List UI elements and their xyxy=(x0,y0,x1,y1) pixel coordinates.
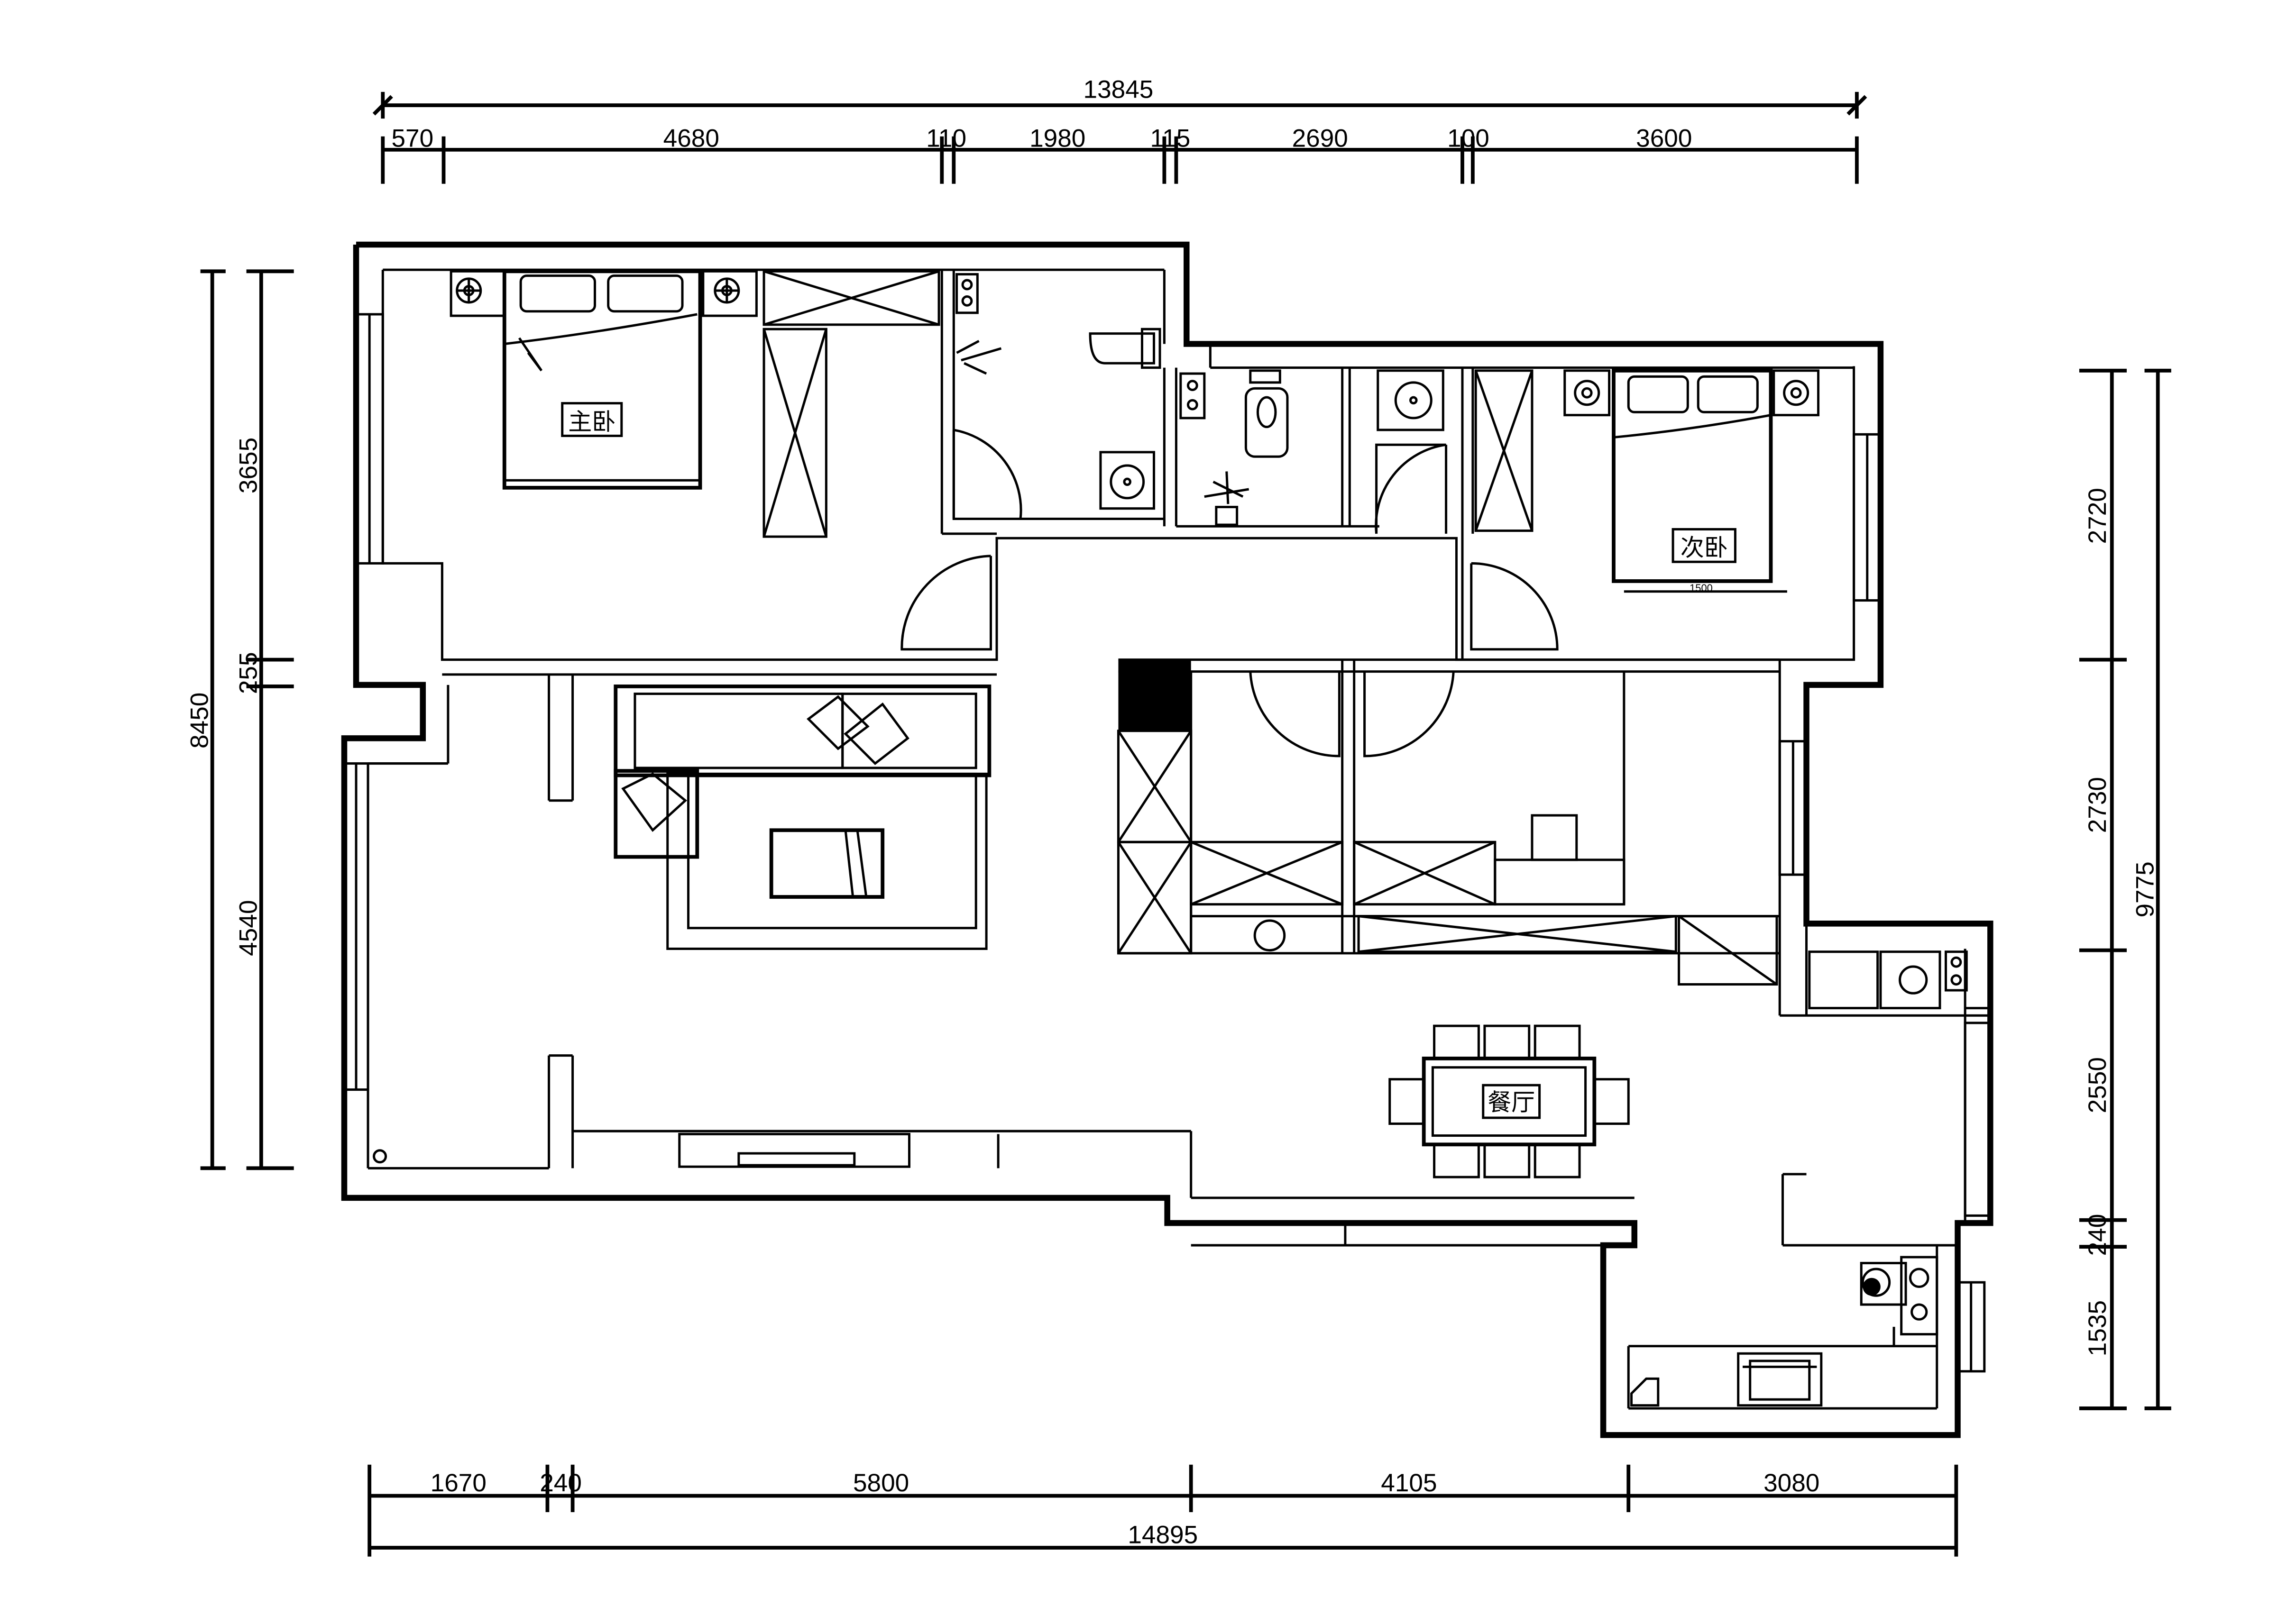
dim-right-4: 240 xyxy=(2084,1214,2112,1256)
doors xyxy=(900,429,1559,758)
storage-block xyxy=(1117,659,1780,986)
nightstand-second-left xyxy=(1563,369,1611,417)
squat-toilet xyxy=(1244,369,1289,458)
bed-width-label: 1500 xyxy=(1690,582,1713,594)
room-label-master-bedroom: 主卧 xyxy=(568,408,615,436)
kitchen-counter-top xyxy=(1808,950,1968,1010)
dim-bottom-5: 3080 xyxy=(1763,1469,1819,1497)
living-room xyxy=(373,685,1191,1169)
tv-cabinet xyxy=(572,1130,1191,1169)
dim-bottom-2: 240 xyxy=(540,1469,582,1497)
second-bedroom: 次卧 1500 xyxy=(1474,368,1820,594)
dim-right-2: 2730 xyxy=(2084,777,2112,833)
second-bathroom xyxy=(1179,369,1444,526)
dim-top-total: 13845 xyxy=(1084,75,1154,103)
coffee-table xyxy=(769,828,885,899)
master-bedroom: 主卧 xyxy=(450,269,940,538)
structural-column xyxy=(1118,659,1191,731)
dim-bottom-3: 5800 xyxy=(853,1469,909,1497)
kitchen-sink xyxy=(1900,1256,1938,1336)
nightstand-left xyxy=(450,270,506,317)
dim-bottom-4: 4105 xyxy=(1381,1469,1437,1497)
second-bed xyxy=(1612,368,1787,593)
dim-top-2: 4680 xyxy=(663,125,719,153)
master-bathroom xyxy=(955,273,1161,510)
dim-top-4: 1980 xyxy=(1029,125,1085,153)
dim-bottom-total: 14895 xyxy=(1128,1521,1198,1549)
wardrobe-second xyxy=(1474,369,1534,532)
wardrobe-top xyxy=(762,270,940,326)
shower-light xyxy=(1204,471,1249,526)
dim-right-1: 2720 xyxy=(2084,488,2112,544)
nightstand-right xyxy=(702,270,758,317)
dimension-lines xyxy=(200,91,2171,1557)
dim-right-total: 9775 xyxy=(2131,861,2159,917)
walls xyxy=(341,241,1993,1438)
rug xyxy=(666,772,988,950)
wardrobe-side xyxy=(762,328,827,538)
dim-left-2: 255 xyxy=(234,652,262,694)
dining-area: 餐厅 xyxy=(1191,1024,1635,1247)
dim-right-5: 1535 xyxy=(2084,1300,2112,1356)
room-label-second-bedroom: 次卧 xyxy=(1681,534,1728,562)
dim-left-1: 3655 xyxy=(234,438,262,493)
dim-top-8: 3600 xyxy=(1636,125,1692,153)
dim-top-3: 110 xyxy=(926,125,966,153)
room-label-dining-room: 餐厅 xyxy=(1488,1088,1535,1116)
dim-right-3: 2550 xyxy=(2084,1057,2112,1113)
basin xyxy=(1099,451,1156,510)
dining-chairs xyxy=(1388,1024,1630,1178)
nightstand-second-right xyxy=(1773,369,1820,417)
stove xyxy=(1737,1352,1823,1407)
light-fixture xyxy=(956,340,1002,375)
dim-left-total: 8450 xyxy=(185,693,213,749)
dim-left-3: 4540 xyxy=(234,900,262,956)
dim-bottom-1: 1670 xyxy=(431,1469,487,1497)
sofa xyxy=(614,685,992,859)
cook-figure-icon xyxy=(1860,1261,1907,1306)
basin-2 xyxy=(1377,369,1444,431)
master-bed xyxy=(502,269,702,490)
dim-top-1: 570 xyxy=(392,125,434,153)
dim-top-5: 115 xyxy=(1150,125,1191,153)
kitchen xyxy=(1630,950,1968,1407)
dim-top-6: 2690 xyxy=(1292,125,1348,153)
windows xyxy=(343,313,1992,1373)
toilet xyxy=(1089,328,1161,369)
dim-top-7: 100 xyxy=(1447,125,1489,153)
